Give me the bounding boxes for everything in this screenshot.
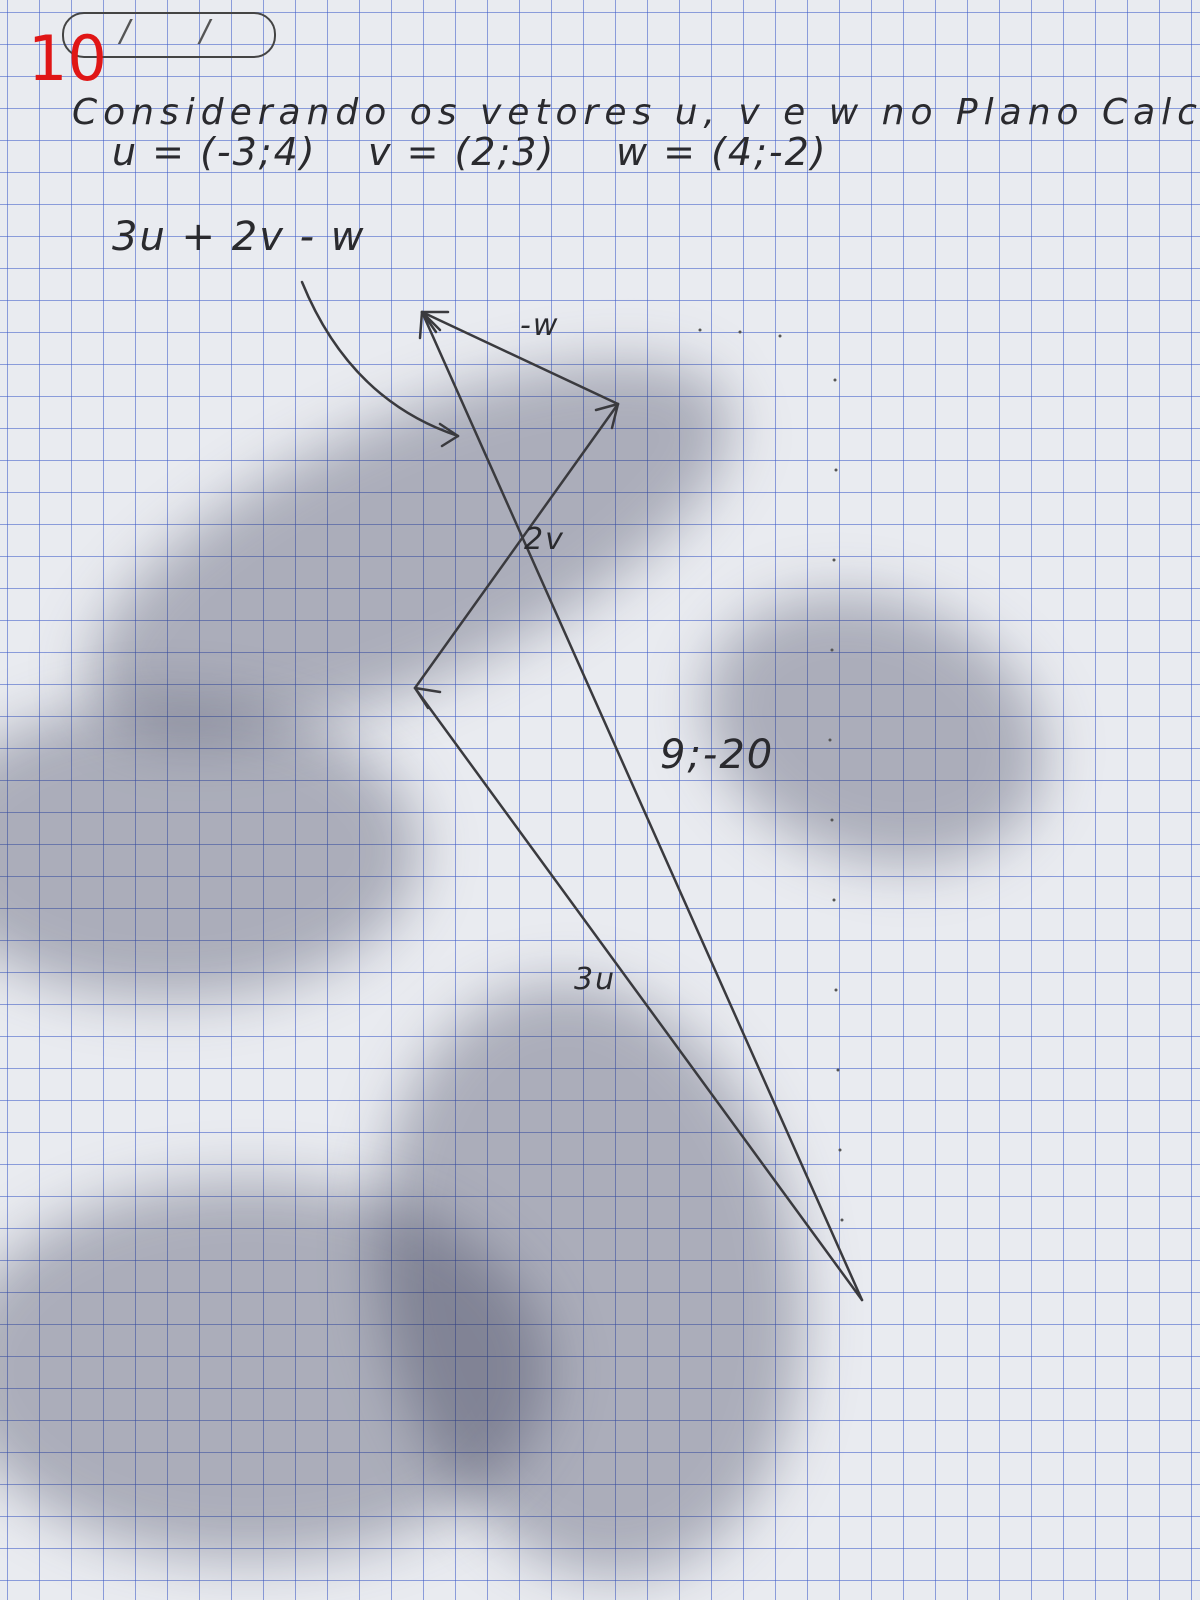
- pointer-curve: [300, 280, 460, 438]
- label-2v: 2v: [524, 522, 565, 557]
- vector-3u-line: [413, 686, 864, 1302]
- label-resultant: 9;-20: [660, 732, 775, 778]
- vector-2v-arrowhead: [594, 402, 620, 430]
- problem-statement: Considerando os vetores u, v e w no Plan…: [72, 92, 1200, 133]
- dotted-guide-marks: [698, 328, 844, 1222]
- grade-mark: 10: [28, 22, 107, 95]
- vector-w-definition: w = (4;-2): [616, 130, 828, 174]
- vector-expression: 3u + 2v - w: [112, 214, 366, 260]
- resultant-vector-line: [420, 310, 864, 1302]
- pointer-arrowhead: [438, 422, 460, 448]
- label-neg-w: -w: [520, 308, 560, 343]
- label-3u: 3u: [574, 962, 617, 997]
- date-field: / /: [120, 14, 240, 49]
- resultant-arrowhead: [418, 310, 442, 340]
- vector-3u-arrowhead: [413, 686, 442, 710]
- vector-v-definition: v = (2;3): [368, 130, 556, 174]
- date-box: [62, 12, 276, 58]
- vector-u-definition: u = (-3;4): [112, 130, 317, 174]
- vector-neg-w-line: [420, 310, 620, 406]
- vector-2v-line: [413, 402, 620, 690]
